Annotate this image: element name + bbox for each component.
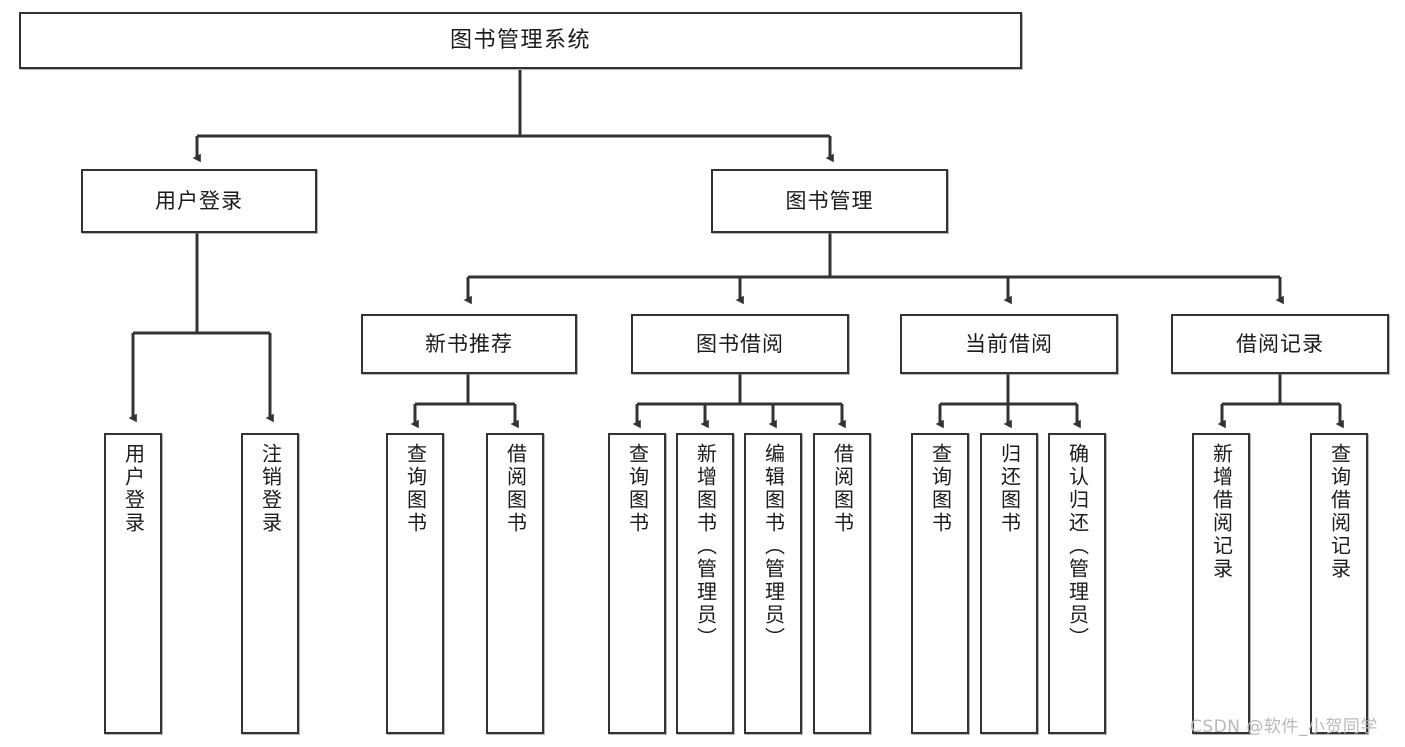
leaf-query-borrow-record[interactable]: 查询借阅记录 [1310, 433, 1368, 734]
node-label: 查询借阅记录 [1327, 443, 1352, 581]
node-label: 图书管理 [785, 188, 874, 213]
node-label: 归还图书 [997, 443, 1022, 535]
node-book-manage[interactable]: 图书管理 [711, 169, 948, 233]
leaf-return-book[interactable]: 归还图书 [980, 433, 1038, 734]
node-label: 借阅记录 [1236, 331, 1324, 356]
leaf-edit-book[interactable]: 编辑图书（管理员） [744, 433, 802, 734]
leaf-add-borrow-record[interactable]: 新增借阅记录 [1192, 433, 1250, 734]
leaf-borrow-book-rec[interactable]: 借阅图书 [486, 433, 544, 734]
node-label: 查询图书 [625, 443, 650, 535]
csdn-watermark: CSDN @软件_小贺同学 [1190, 717, 1378, 737]
leaf-query-book-current[interactable]: 查询图书 [911, 433, 969, 734]
node-label: 确认归还（管理员） [1065, 443, 1090, 650]
node-label: 借阅图书 [503, 443, 528, 535]
leaf-user-login[interactable]: 用户登录 [104, 433, 162, 734]
node-new-book-rec[interactable]: 新书推荐 [361, 314, 577, 374]
node-root-system[interactable]: 图书管理系统 [19, 12, 1022, 69]
leaf-query-book-borrow[interactable]: 查询图书 [608, 433, 666, 734]
node-label: 编辑图书（管理员） [761, 443, 786, 650]
node-label: 图书管理系统 [449, 27, 591, 53]
leaf-query-book-rec[interactable]: 查询图书 [386, 433, 444, 734]
node-book-borrow[interactable]: 图书借阅 [631, 314, 849, 374]
leaf-add-book[interactable]: 新增图书（管理员） [676, 433, 734, 734]
node-label: 查询图书 [403, 443, 428, 535]
node-label: 注销登录 [258, 443, 283, 535]
node-label: 用户登录 [155, 188, 243, 213]
node-current-borrow[interactable]: 当前借阅 [900, 314, 1118, 374]
leaf-logout-login[interactable]: 注销登录 [241, 433, 299, 734]
node-label: 新增图书（管理员） [693, 443, 718, 650]
node-label: 新书推荐 [425, 331, 513, 356]
node-label: 新增借阅记录 [1209, 443, 1234, 581]
leaf-borrow-book[interactable]: 借阅图书 [813, 433, 871, 734]
leaf-confirm-return[interactable]: 确认归还（管理员） [1048, 433, 1106, 734]
node-label: 借阅图书 [830, 443, 855, 535]
node-label: 用户登录 [121, 443, 146, 535]
node-borrow-record[interactable]: 借阅记录 [1171, 314, 1389, 374]
node-label: 当前借阅 [965, 331, 1053, 356]
node-user-login[interactable]: 用户登录 [81, 169, 317, 233]
node-label: 查询图书 [928, 443, 953, 535]
node-label: 图书借阅 [696, 331, 784, 356]
